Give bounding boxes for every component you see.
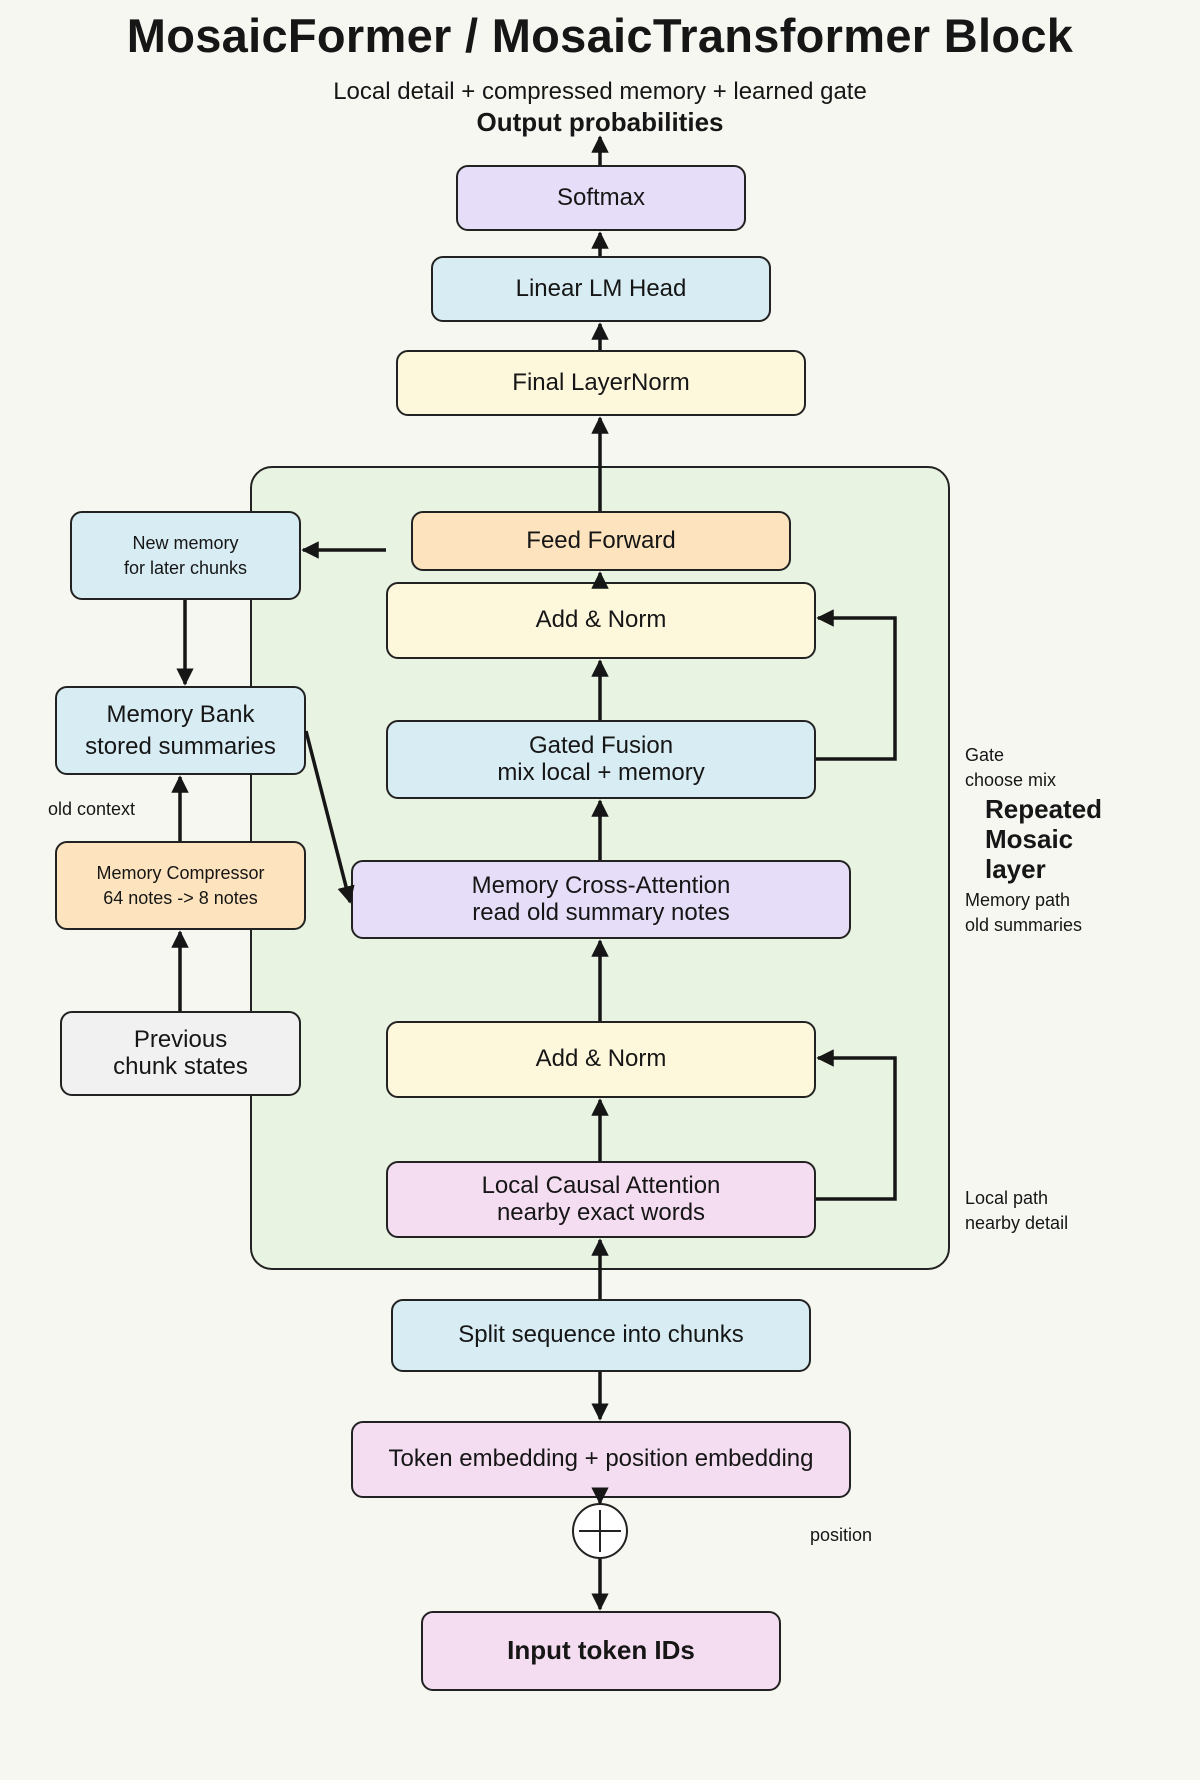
gated-fusion-title: Gated Fusion [528, 731, 674, 759]
add-norm-top-box: Add & Norm [386, 582, 816, 659]
input-token-ids-box: Input token IDs [421, 1611, 781, 1691]
new-memory-subtitle: for later chunks [123, 557, 248, 578]
memory-cross-attention-title: Memory Cross-Attention [471, 871, 731, 899]
memory-compressor-subtitle: 64 notes -> 8 notes [103, 887, 258, 908]
repeated-label-line1: Repeated [985, 794, 1103, 824]
memory-compressor-box: Memory Compressor 64 notes -> 8 notes [55, 841, 306, 930]
lm-head-label: Linear LM Head [515, 274, 687, 302]
previous-chunk-states-box: Previous chunk states [60, 1011, 301, 1096]
local-causal-attention-title: Local Causal Attention [481, 1171, 721, 1199]
diagram-subtitle: Local detail + compressed memory + learn… [333, 78, 867, 105]
final-layernorm-box: Final LayerNorm [396, 350, 806, 416]
memory-bank-box: Memory Bank stored summaries [55, 686, 306, 775]
arrow-bank-to-crossattn [304, 730, 355, 904]
softmax-box: Softmax [456, 165, 746, 231]
gate-note-subtitle: choose mix [965, 770, 1057, 791]
output-probabilities-label: Output probabilities [476, 107, 724, 137]
embedding-box: Token embedding + position embedding [351, 1421, 851, 1498]
plus-circle-icon [572, 1503, 628, 1559]
residual-loop-top [816, 609, 897, 761]
gated-fusion-box: Gated Fusion mix local + memory [386, 720, 816, 799]
new-memory-box: New memory for later chunks [70, 511, 301, 600]
memory-compressor-title: Memory Compressor [96, 863, 265, 884]
previous-chunk-states-subtitle: chunk states [113, 1052, 248, 1080]
repeated-layer-label: Repeated Mosaic layer [985, 794, 1102, 884]
diagram-title: MosaicFormer / MosaicTransformer Block [126, 9, 1074, 62]
add-norm-bottom-label: Add & Norm [535, 1045, 667, 1073]
lm-head-box: Linear LM Head [431, 256, 771, 322]
memory-bank-title: Memory Bank [106, 701, 255, 729]
repeated-label-line3: layer [985, 854, 1046, 885]
residual-loop-bottom [816, 1049, 897, 1201]
local-path-title: Local path [965, 1188, 1049, 1208]
repeated-label-line2: Mosaic [985, 824, 1074, 855]
memory-cross-attention-box: Memory Cross-Attention read old summary … [351, 860, 851, 939]
softmax-label: Softmax [556, 183, 646, 211]
new-memory-title: New memory [132, 533, 239, 554]
memory-bank-subtitle: stored summaries [85, 732, 276, 760]
local-path-subtitle: nearby detail [965, 1213, 1069, 1234]
local-path-note: Local path nearby detail [965, 1186, 1068, 1236]
feed-forward-box: Feed Forward [411, 511, 791, 571]
add-norm-bottom-box: Add & Norm [386, 1021, 816, 1098]
add-norm-top-label: Add & Norm [535, 606, 667, 634]
embedding-label: Token embedding + position embedding [388, 1445, 814, 1473]
final-layernorm-label: Final LayerNorm [512, 368, 690, 396]
memory-path-title: Memory path [965, 890, 1071, 910]
local-causal-attention-subtitle: nearby exact words [496, 1198, 706, 1226]
old-context-note: old context [48, 799, 136, 819]
split-chunks-box: Split sequence into chunks [391, 1299, 811, 1372]
previous-chunk-states-title: Previous [133, 1025, 228, 1053]
gate-note: Gate choose mix [965, 743, 1056, 793]
position-note: position [810, 1525, 873, 1545]
feed-forward-label: Feed Forward [526, 526, 676, 554]
memory-cross-attention-subtitle: read old summary notes [472, 898, 730, 926]
local-causal-attention-box: Local Causal Attention nearby exact word… [386, 1161, 816, 1238]
gate-note-title: Gate [965, 745, 1005, 765]
memory-path-subtitle: old summaries [965, 915, 1083, 936]
split-chunks-label: Split sequence into chunks [458, 1321, 744, 1349]
memory-path-note: Memory path old summaries [965, 888, 1082, 938]
input-token-ids-label: Input token IDs [507, 1635, 695, 1666]
gated-fusion-subtitle: mix local + memory [497, 758, 705, 786]
